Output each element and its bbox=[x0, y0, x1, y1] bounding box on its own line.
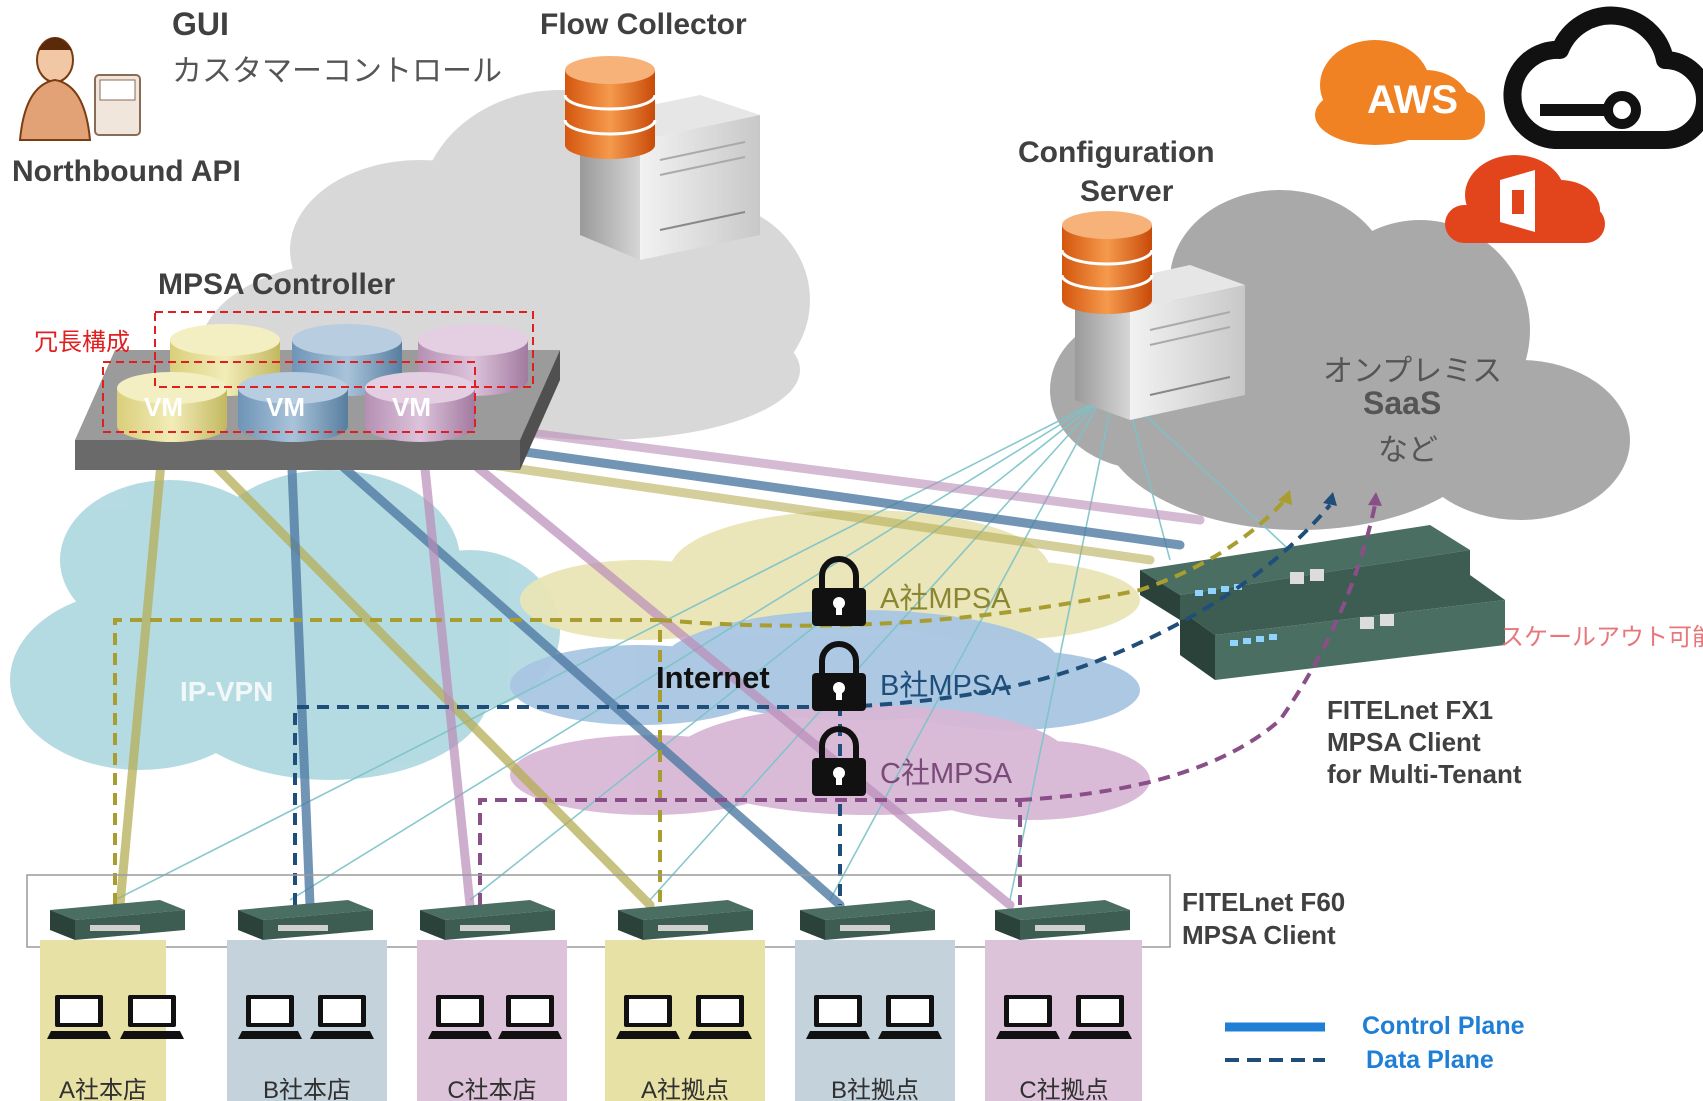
f60-label-1: FITELnet F60 bbox=[1182, 887, 1346, 917]
fx1-label-3: for Multi-Tenant bbox=[1327, 759, 1522, 789]
tunnel-a-label: A社MPSA bbox=[880, 583, 1011, 615]
legend-control-label: Control Plane bbox=[1362, 1012, 1525, 1040]
data-plane-b bbox=[293, 503, 1332, 905]
redundancy-label: 冗長構成 bbox=[34, 329, 130, 356]
gui-title: GUI bbox=[172, 6, 229, 42]
redundancy-box bbox=[102, 311, 534, 433]
internet-label: Internet bbox=[656, 660, 770, 695]
gui-subtitle: カスタマーコントロール bbox=[172, 55, 502, 88]
f60-label-2: MPSA Client bbox=[1182, 920, 1336, 950]
data-plane-c bbox=[478, 504, 1377, 905]
lock-icon-a bbox=[812, 556, 866, 626]
config-server-label-1: Configuration bbox=[1018, 136, 1215, 169]
site-label-1: B社本店 bbox=[262, 1077, 351, 1101]
control-lines bbox=[115, 415, 1205, 910]
vm-label-b: VM bbox=[266, 392, 305, 422]
aws-label: AWS bbox=[1367, 78, 1459, 122]
f60-group-box bbox=[26, 874, 1171, 948]
azure-cloud-icon bbox=[1503, 6, 1703, 149]
vm-back-row bbox=[170, 324, 528, 396]
internet-cloud-b bbox=[510, 610, 1140, 730]
vm-front-row bbox=[117, 372, 475, 442]
fx1-label-2: MPSA Client bbox=[1327, 727, 1481, 757]
flow-collector-label: Flow Collector bbox=[540, 8, 747, 41]
fx1-appliance bbox=[1140, 525, 1505, 680]
site-label-2: C社本店 bbox=[447, 1077, 537, 1101]
site-label-3: A社拠点 bbox=[640, 1077, 729, 1101]
site-panels bbox=[40, 940, 1142, 1101]
tunnel-b-label: B社MPSA bbox=[880, 670, 1011, 702]
site-label-0: A社本店 bbox=[58, 1077, 147, 1101]
laptops bbox=[47, 995, 1132, 1039]
site-label-4: B社拠点 bbox=[830, 1077, 919, 1101]
gui-user-icon bbox=[18, 37, 141, 141]
ipvpn-label: IP-VPN bbox=[180, 676, 274, 707]
scale-out-label: スケールアウト可能 bbox=[1500, 624, 1703, 651]
vm-label-a: VM bbox=[144, 392, 183, 422]
aws-cloud-icon bbox=[1315, 40, 1485, 145]
fx1-label-1: FITELnet FX1 bbox=[1327, 695, 1494, 725]
f60-routers bbox=[50, 900, 1130, 940]
saas-cloud-line-2: SaaS bbox=[1363, 385, 1442, 421]
northbound-api-label: Northbound API bbox=[12, 155, 241, 188]
config-server bbox=[1060, 211, 1245, 420]
data-plane-a bbox=[113, 498, 1287, 905]
flow-collector-server bbox=[563, 56, 760, 260]
lock-icon-b bbox=[812, 641, 866, 711]
saas-cloud-line-1: オンプレミス bbox=[1323, 355, 1503, 388]
legend-data-label: Data Plane bbox=[1366, 1046, 1494, 1074]
lock-icon-c bbox=[812, 726, 866, 796]
tunnel-c-label: C社MPSA bbox=[880, 758, 1013, 790]
site-label-5: C社拠点 bbox=[1019, 1077, 1109, 1101]
controller-title: MPSA Controller bbox=[158, 268, 396, 301]
office-cloud-icon bbox=[1445, 155, 1605, 243]
saas-cloud-line-3: など bbox=[1378, 434, 1438, 467]
vm-label-c: VM bbox=[392, 392, 431, 422]
config-server-label-2: Server bbox=[1080, 175, 1174, 208]
